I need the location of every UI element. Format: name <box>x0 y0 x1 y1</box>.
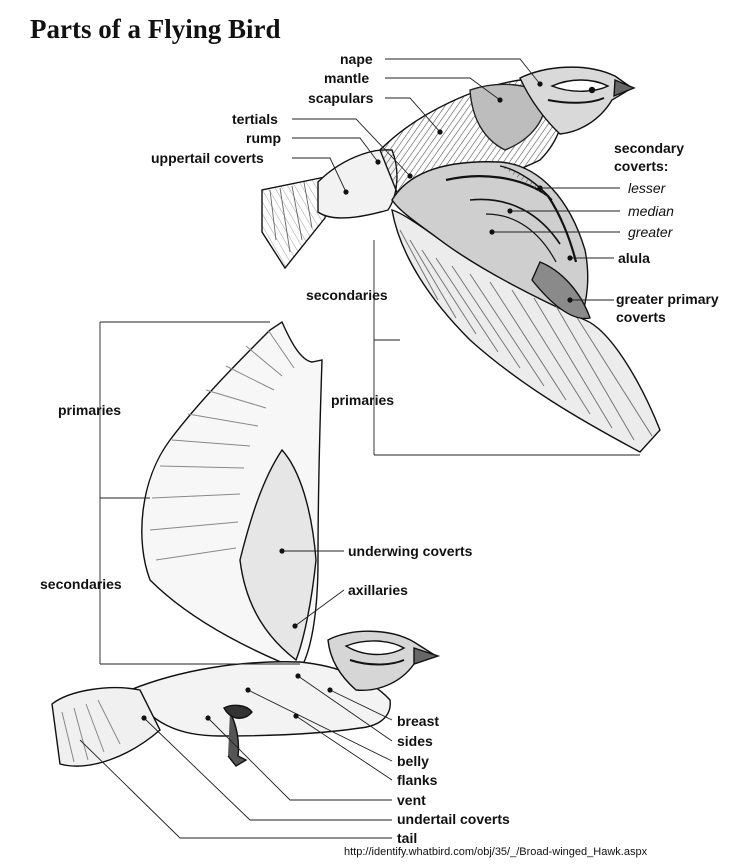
label-lower-secondaries: secondaries <box>40 576 122 592</box>
label-upper-primaries: primaries <box>331 392 395 408</box>
label-mantle: mantle <box>324 70 370 86</box>
label-alula: alula <box>618 250 650 266</box>
label-undertail-coverts: undertail coverts <box>397 811 510 827</box>
lower-bird <box>51 320 441 767</box>
lower-body <box>128 661 391 737</box>
label-axillaries: axillaries <box>348 582 408 598</box>
lower-tail <box>51 687 161 767</box>
label-belly: belly <box>397 753 429 769</box>
label-lower-primaries: primaries <box>58 402 122 418</box>
label-vent: vent <box>397 792 426 808</box>
label-rump: rump <box>246 130 281 146</box>
label-scapulars: scapulars <box>308 90 374 106</box>
upper-flight-feathers <box>391 209 661 453</box>
label-tertials: tertials <box>232 111 278 127</box>
lower-underwing-coverts <box>239 448 317 662</box>
diagram-title: Parts of a Flying Bird <box>30 14 281 44</box>
label-dots <box>141 81 573 721</box>
label-secondary-coverts-2: coverts: <box>614 158 669 174</box>
label-tail: tail <box>397 830 418 846</box>
label-greater: greater <box>628 224 673 240</box>
label-upper-secondaries: secondaries <box>306 287 388 303</box>
label-nape: nape <box>340 51 373 67</box>
label-greater-primary-coverts-1: greater primary <box>616 291 719 307</box>
label-lesser: lesser <box>628 180 666 196</box>
label-breast: breast <box>397 713 440 729</box>
leader-lines <box>79 58 640 839</box>
upper-bird <box>261 66 661 453</box>
source-url: http://identify.whatbird.com/obj/35/_/Br… <box>344 846 648 858</box>
label-flanks: flanks <box>397 772 438 788</box>
label-underwing-coverts: underwing coverts <box>348 543 473 559</box>
label-uppertail-coverts: uppertail coverts <box>151 150 264 166</box>
label-median: median <box>628 203 674 219</box>
label-greater-primary-coverts-2: coverts <box>616 309 666 325</box>
label-sides: sides <box>397 733 433 749</box>
label-secondary-coverts-1: secondary <box>614 140 685 156</box>
